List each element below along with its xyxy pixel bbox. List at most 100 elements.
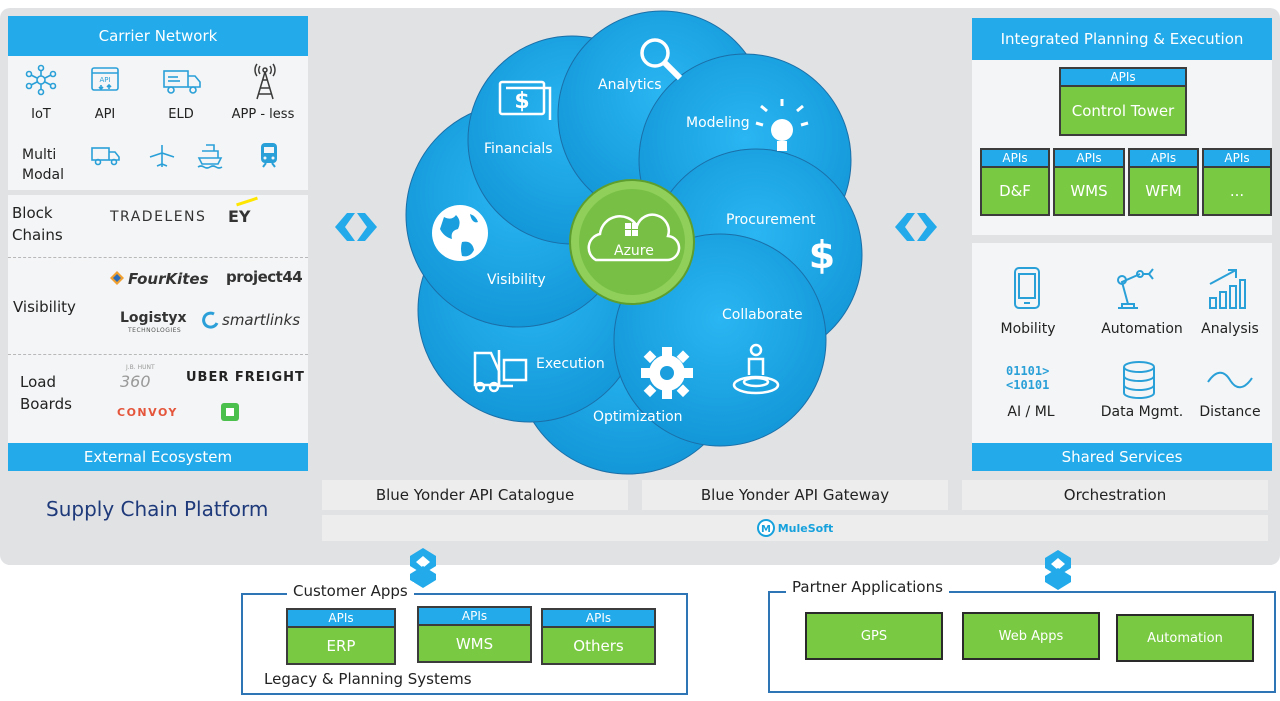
dollar-icon: $ — [809, 233, 835, 277]
app-less-label: APP - less — [231, 107, 295, 122]
wheel-label-optimization: Optimization — [593, 409, 683, 425]
shared-services-label: Shared Services — [1061, 448, 1183, 466]
right-connector-icon — [893, 211, 939, 243]
module-label: WFM — [1145, 182, 1182, 200]
wheel-label-collaborate: Collaborate — [722, 307, 803, 323]
module-label: ... — [1229, 182, 1245, 200]
capability-wheel: $ $ — [400, 10, 870, 484]
carrier-network-panel — [8, 56, 308, 190]
control-tower-label: Control Tower — [1071, 101, 1175, 120]
shared-services-footer: Shared Services — [972, 443, 1272, 471]
legacy-systems-label: Legacy & Planning Systems — [264, 670, 472, 688]
customer-app-erp[interactable]: APIs ERP — [286, 608, 396, 665]
jbhunt-text: J.B. HUNT — [126, 364, 155, 371]
fourkites-logo — [108, 269, 210, 295]
wheel-label-analytics: Analytics — [598, 77, 662, 93]
hex-connector-icon — [408, 546, 438, 590]
api-catalogue-label: Blue Yonder API Catalogue — [375, 486, 575, 504]
logistyx-sub: TECHNOLOGIES — [128, 327, 182, 334]
truck-eld-icon — [162, 68, 202, 96]
partner-app-label: Automation — [1147, 630, 1223, 646]
automation-label: Automation — [1101, 321, 1183, 337]
module-box-wms: APIs WMS — [1053, 148, 1125, 216]
api-gateway-label: Blue Yonder API Gateway — [700, 486, 890, 504]
control-tower-api: APIs — [1061, 69, 1185, 87]
fourkites-text: FourKites — [128, 270, 209, 288]
partner-app-label: Web Apps — [998, 628, 1064, 644]
multimodal-label: Multi Modal — [22, 147, 64, 183]
divider — [8, 354, 308, 355]
module-api: APIs — [1204, 150, 1270, 168]
iot-label: IoT — [31, 107, 51, 122]
azure-label: Azure — [614, 243, 654, 259]
hex-connector-icon — [1043, 548, 1073, 592]
wheel-label-execution: Execution — [536, 356, 605, 372]
project44-text: project44 — [226, 268, 303, 286]
svg-text:$: $ — [514, 89, 529, 114]
integrated-title: Integrated Planning & Execution — [1000, 30, 1244, 48]
visibility-label: Visibility — [13, 298, 76, 316]
module-label: WMS — [1070, 182, 1108, 200]
chart-icon — [1206, 266, 1246, 310]
smartlinks-icon — [200, 311, 220, 329]
platform-title: Supply Chain Platform — [46, 497, 269, 521]
convoy-text: CONVOY — [117, 406, 178, 419]
mobile-icon — [1012, 266, 1042, 310]
loadboard-green-icon — [220, 402, 240, 422]
left-connector-icon — [333, 211, 379, 243]
app-api: APIs — [543, 610, 654, 628]
azure-hub-inner — [579, 189, 685, 295]
customer-app-others[interactable]: APIs Others — [541, 608, 656, 665]
wheel-label-modeling: Modeling — [686, 115, 750, 131]
carrier-network-title: Carrier Network — [98, 27, 218, 45]
jbhunt-360-text: 360 — [120, 372, 151, 391]
app-api: APIs — [419, 608, 530, 626]
control-tower-box: APIs Control Tower — [1059, 67, 1187, 136]
train-icon — [258, 141, 280, 169]
wheel-label-financials: Financials — [484, 141, 553, 157]
logistyx-text: Logistyx — [120, 310, 187, 326]
customer-apps-title: Customer Apps — [287, 582, 414, 600]
module-box-wfm: APIs WFM — [1128, 148, 1199, 216]
integrated-header: Integrated Planning & Execution — [972, 18, 1272, 60]
wheel-label-visibility: Visibility — [487, 272, 546, 288]
analysis-label: Analysis — [1201, 321, 1259, 337]
ship-icon — [196, 142, 224, 170]
gear-icon — [641, 347, 693, 399]
smartlinks-text: smartlinks — [222, 311, 301, 329]
ecosystem-panel — [8, 195, 308, 443]
light-bulb-icon — [771, 119, 793, 151]
app-api: APIs — [288, 610, 394, 628]
module-api: APIs — [1130, 150, 1197, 168]
external-ecosystem-footer: External Ecosystem — [8, 443, 308, 471]
module-box-df: APIs D&F — [980, 148, 1050, 216]
block-chains-label: Block Chains — [12, 204, 63, 244]
api-catalogue-bar: Blue Yonder API Catalogue — [322, 480, 628, 510]
api-icon: API — [90, 66, 120, 94]
database-icon — [1121, 360, 1157, 400]
partner-apps-frame — [768, 591, 1276, 693]
partner-app-gps[interactable]: GPS — [805, 612, 943, 660]
orchestration-bar: Orchestration — [962, 480, 1268, 510]
api-gateway-bar: Blue Yonder API Gateway — [642, 480, 948, 510]
partner-app-label: GPS — [860, 628, 888, 644]
mulesoft-label: MuleSoft — [777, 521, 834, 535]
orchestration-label: Orchestration — [1063, 486, 1167, 504]
partner-app-automation[interactable]: Automation — [1116, 614, 1254, 662]
ai-ml-label: AI / ML — [1007, 404, 1055, 420]
windows-logo-icon — [625, 223, 638, 236]
forklift-icon — [473, 350, 528, 393]
external-ecosystem-label: External Ecosystem — [83, 448, 233, 466]
module-api: APIs — [982, 150, 1048, 168]
mulesoft-logo-icon: M — [756, 519, 775, 537]
wheel-label-procurement: Procurement — [726, 212, 816, 228]
svg-text:API: API — [99, 76, 110, 84]
app-label: WMS — [455, 634, 494, 653]
module-api: APIs — [1055, 150, 1123, 168]
svg-text:M: M — [761, 524, 771, 535]
app-label: Others — [573, 636, 624, 655]
partner-app-web-apps[interactable]: Web Apps — [962, 612, 1100, 660]
customer-app-wms[interactable]: APIs WMS — [417, 606, 532, 663]
globe-icon — [432, 205, 488, 261]
truck-icon — [90, 145, 122, 167]
